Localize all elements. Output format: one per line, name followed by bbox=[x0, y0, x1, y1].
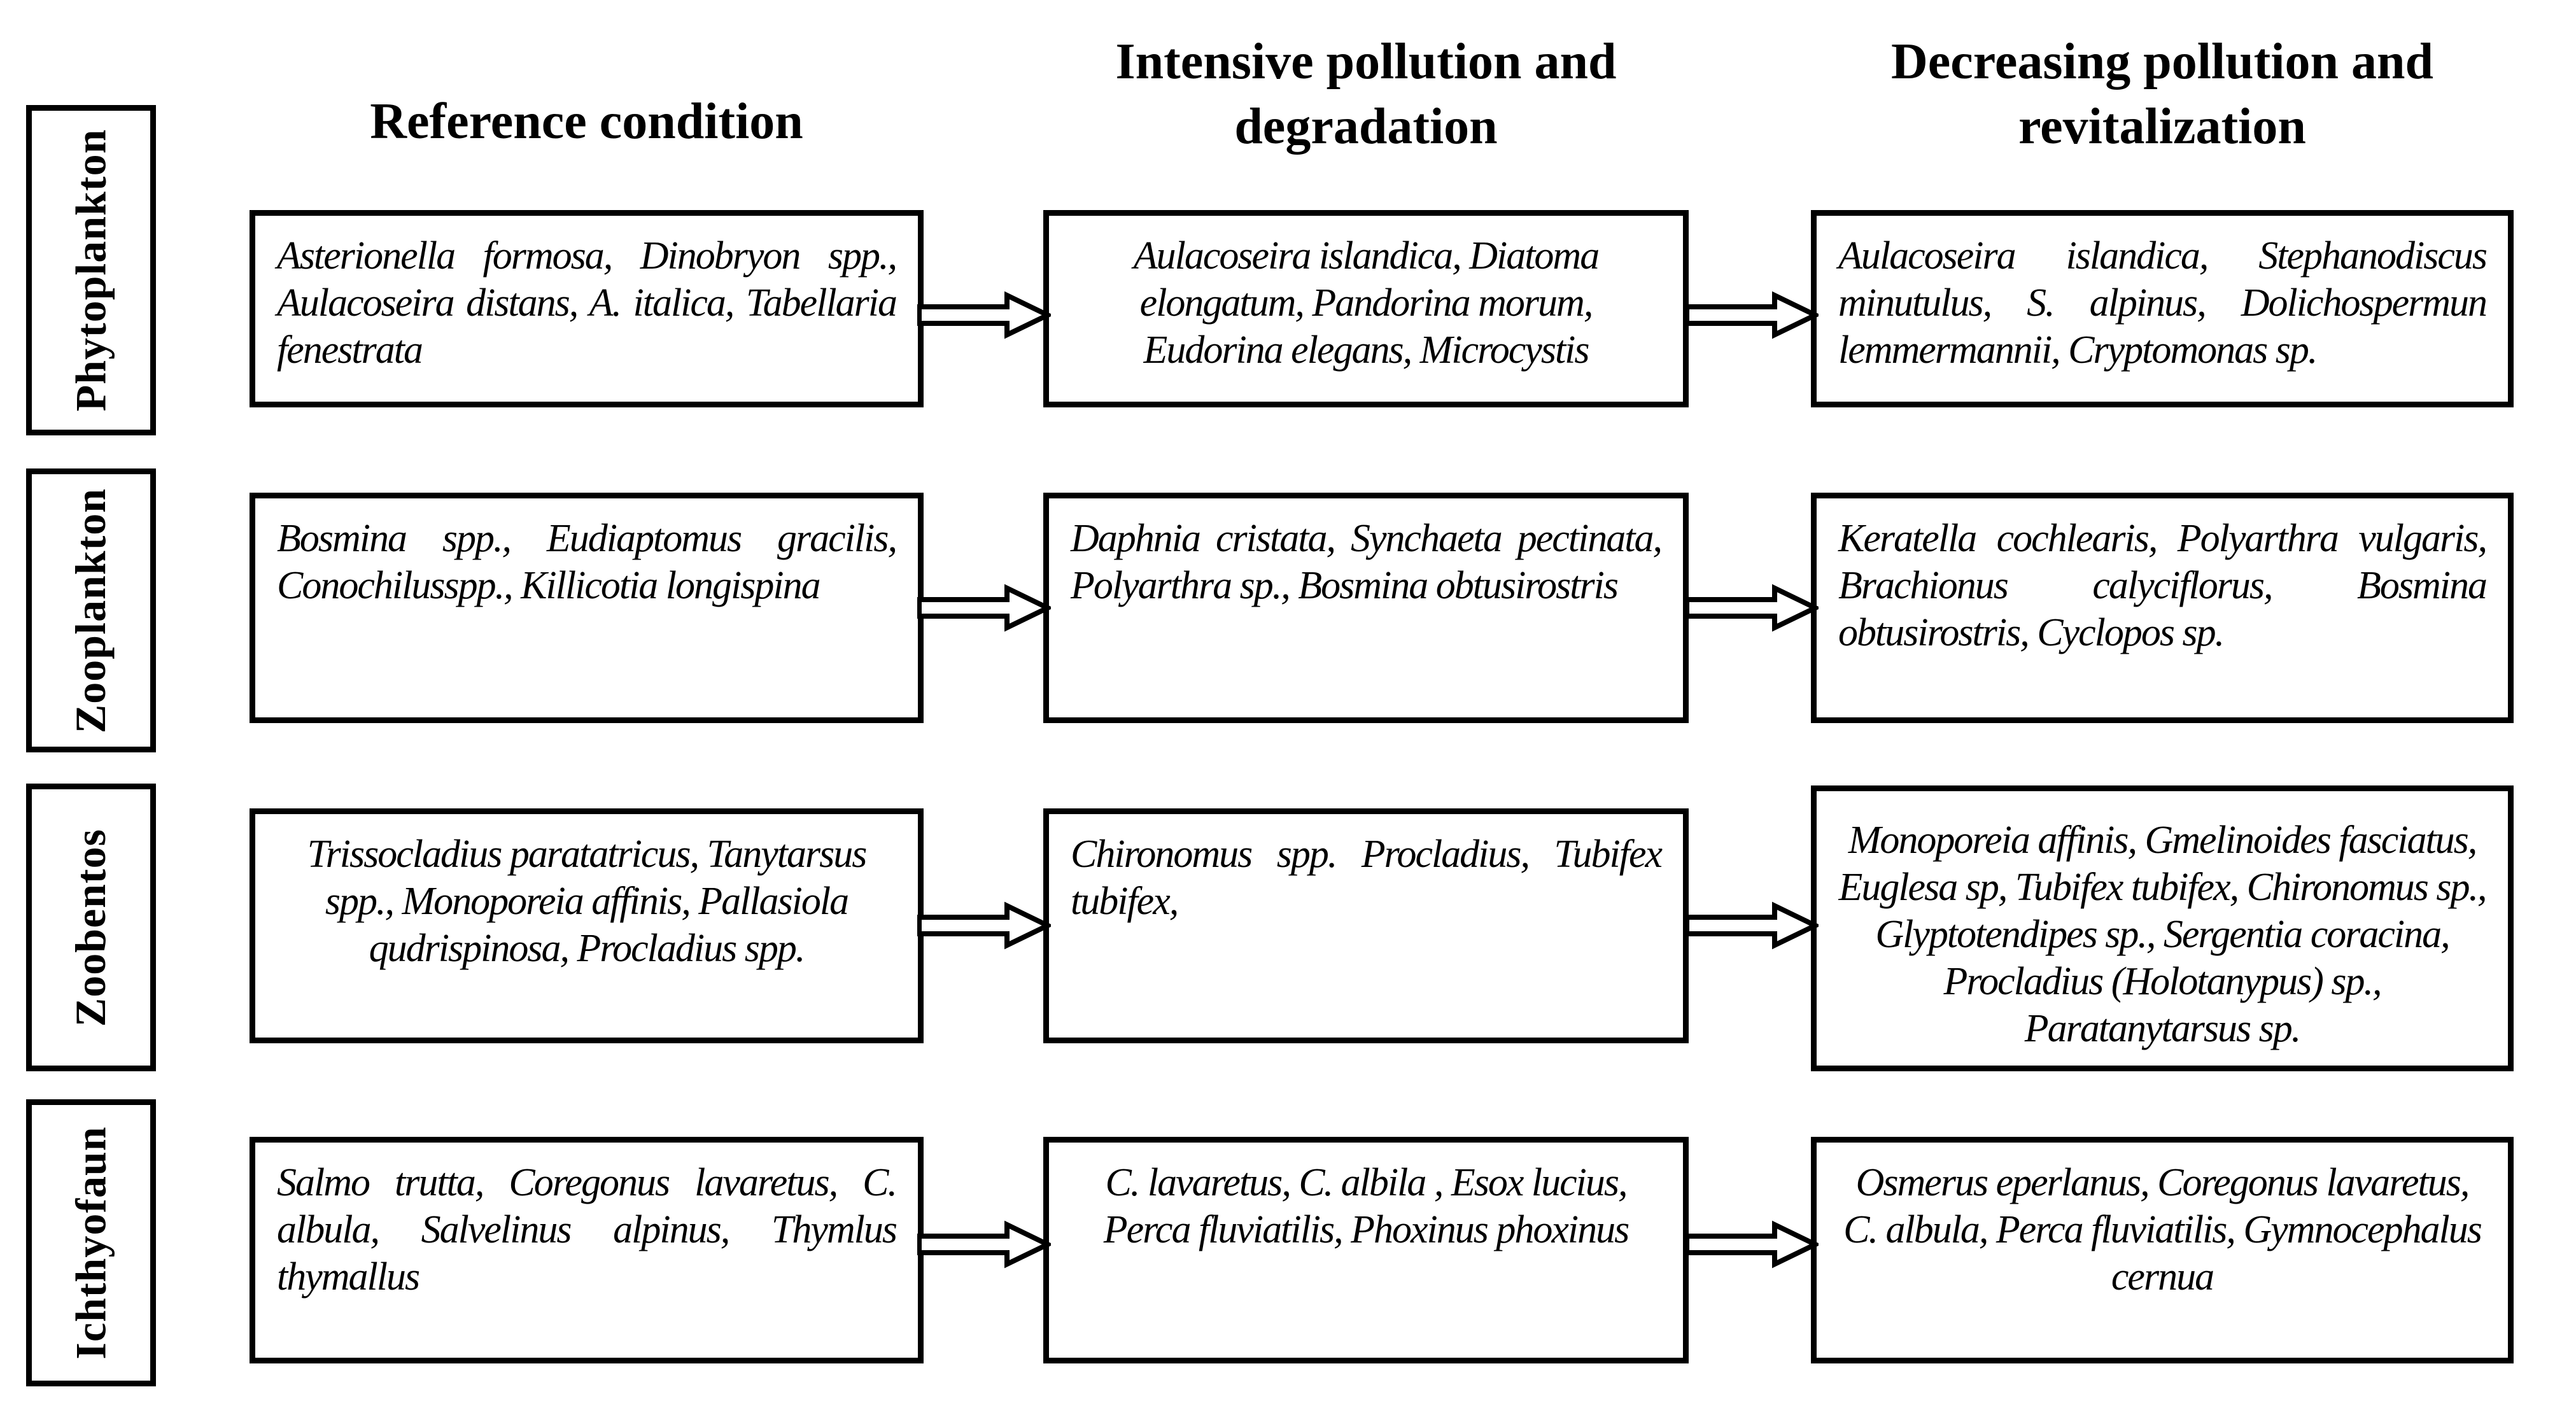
row-label-box-zooplankton: Zooplankton bbox=[26, 468, 156, 752]
flow-arrow-icon bbox=[917, 899, 1051, 952]
row-label-phytoplankton: Phytoplankton bbox=[66, 129, 115, 412]
row-label-ichthyofaun: Ichthyofaun bbox=[66, 1126, 115, 1360]
row-label-box-zoobentos: Zoobentos bbox=[26, 784, 156, 1071]
column-header-decreasing-pollution: Decreasing pollution and revitalization bbox=[1891, 34, 2433, 155]
species-cell-zoobentos-decreasing: Monoporeia affinis, Gmelinoides fasciatu… bbox=[1811, 785, 2514, 1071]
flow-arrow-icon bbox=[1685, 581, 1819, 635]
flow-arrow-icon bbox=[1685, 288, 1819, 342]
species-cell-zooplankton-reference: Bosmina spp., Eudiaptomus gracilis, Cono… bbox=[250, 493, 924, 723]
species-cell-zoobentos-reference: Trissocladius paratatricus, Tanytarsus s… bbox=[250, 808, 924, 1043]
flow-arrow-icon bbox=[917, 581, 1051, 635]
column-header-intensive-pollution: Intensive pollution and degradation bbox=[1115, 34, 1617, 155]
flow-arrow-icon bbox=[1685, 899, 1819, 952]
column-header-reference: Reference condition bbox=[370, 94, 803, 150]
row-label-box-ichthyofaun: Ichthyofaun bbox=[26, 1099, 156, 1386]
species-cell-ichthyofaun-decreasing: Osmerus eperlanus, Coregonus lavaretus, … bbox=[1811, 1137, 2514, 1363]
flow-arrow-icon bbox=[917, 1218, 1051, 1271]
species-cell-phytoplankton-reference: Asterionella formosa, Dinobryon spp., Au… bbox=[250, 210, 924, 407]
species-cell-ichthyofaun-reference: Salmo trutta, Coregonus lavaretus, C. al… bbox=[250, 1137, 924, 1363]
flow-arrow-icon bbox=[1685, 1218, 1819, 1271]
row-label-zoobentos: Zoobentos bbox=[66, 828, 115, 1027]
species-cell-phytoplankton-intensive: Aulacoseira islandica, Diatoma elongatum… bbox=[1043, 210, 1689, 407]
species-cell-phytoplankton-decreasing: Aulacoseira islandica, Stephanodiscus mi… bbox=[1811, 210, 2514, 407]
species-cell-ichthyofaun-intensive: C. lavaretus, C. albila , Esox lucius, P… bbox=[1043, 1137, 1689, 1363]
species-cell-zoobentos-intensive: Chironomus spp. Procladius, Tubifex tubi… bbox=[1043, 808, 1689, 1043]
flow-arrow-icon bbox=[917, 288, 1051, 342]
row-label-box-phytoplankton: Phytoplankton bbox=[26, 105, 156, 435]
species-cell-zooplankton-decreasing: Keratella cochlearis, Polyarthra vulgari… bbox=[1811, 493, 2514, 723]
species-cell-zooplankton-intensive: Daphnia cristata, Synchaeta pectinata, P… bbox=[1043, 493, 1689, 723]
row-label-zooplankton: Zooplankton bbox=[66, 488, 115, 733]
